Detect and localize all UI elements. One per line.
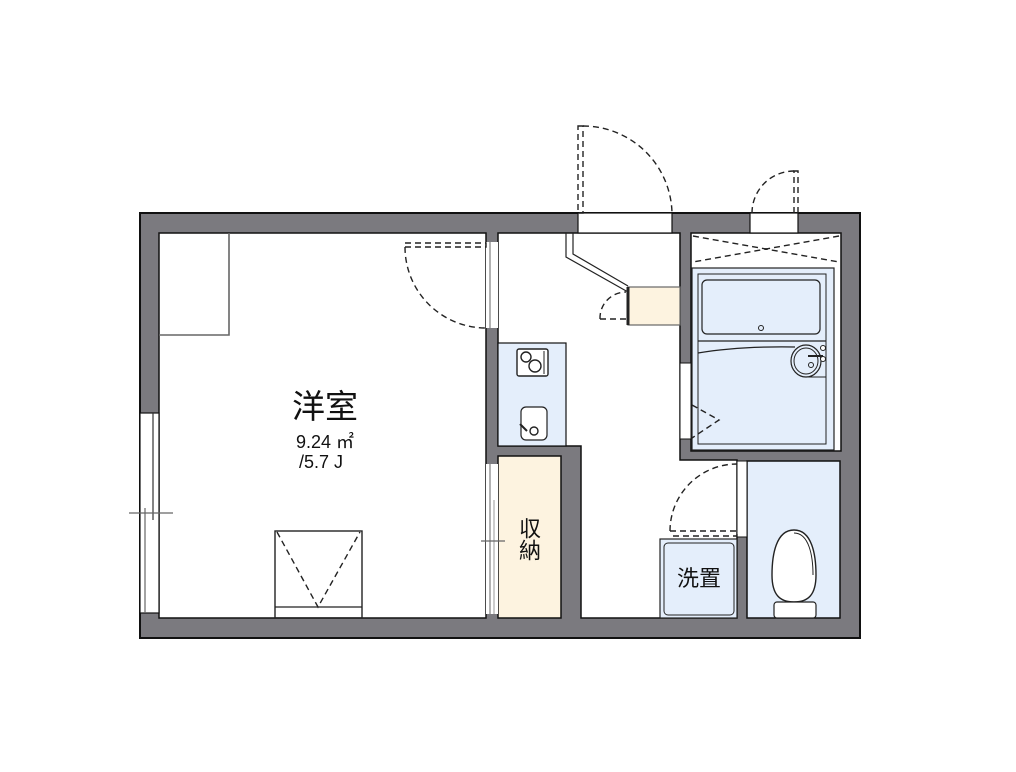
entrance-door[interactable]	[577, 125, 673, 234]
closet-floor	[497, 455, 562, 619]
western-room-floor	[158, 232, 487, 619]
washer-space	[659, 538, 738, 619]
sink-icon	[519, 406, 548, 441]
toilet-icon	[771, 529, 817, 619]
toilet-door[interactable]	[669, 460, 748, 538]
kitchen-counter	[497, 342, 567, 447]
room-area-western: 9.24 ㎡	[295, 432, 355, 452]
left-window	[129, 412, 173, 614]
room-label-western: 洋室	[292, 387, 358, 426]
bathtub-icon	[701, 279, 821, 335]
bathroom-door[interactable]	[679, 362, 721, 440]
closet-door[interactable]	[481, 464, 505, 614]
built-in-shelf	[159, 233, 230, 336]
stove-icon	[516, 348, 549, 377]
entrance-step	[565, 233, 681, 326]
room-tatami-western: /5.7 J	[298, 452, 344, 472]
room-label-laundry: 洗置	[676, 567, 721, 592]
room-door[interactable]	[404, 242, 498, 329]
sliding-unit	[274, 530, 363, 619]
bath-vent-door[interactable]	[749, 170, 799, 234]
bathroom-unit	[691, 235, 840, 451]
room-label-closet: 収納	[515, 517, 540, 561]
